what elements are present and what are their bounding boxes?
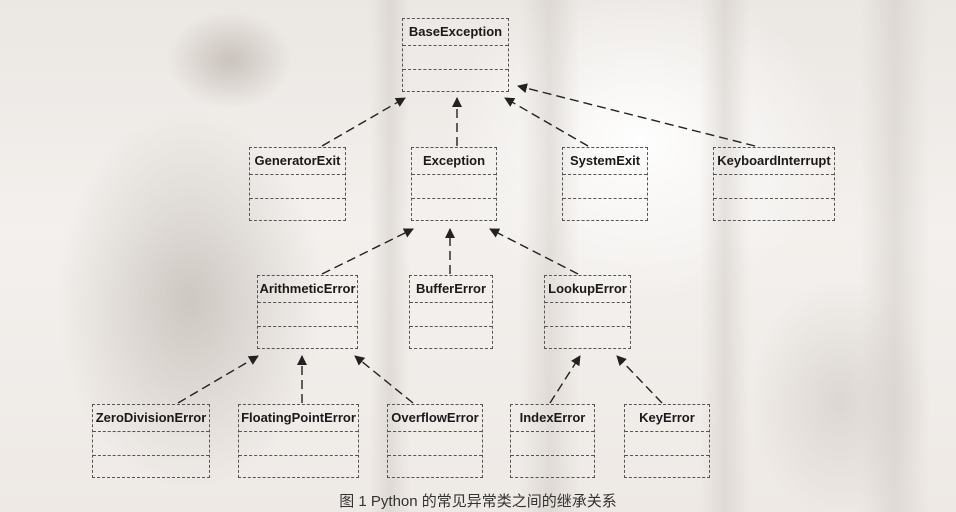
class-box-zerodivisionerror: ZeroDivisionError: [92, 404, 210, 478]
class-name: OverflowError: [391, 410, 479, 425]
class-name: IndexError: [519, 410, 586, 425]
class-name: LookupError: [548, 281, 627, 296]
class-name: FloatingPointError: [241, 410, 356, 425]
class-box-overflowerror: OverflowError: [387, 404, 483, 478]
class-box-generatorexit: GeneratorExit: [249, 147, 346, 221]
class-box-exception: Exception: [411, 147, 497, 221]
class-name: BaseException: [408, 24, 503, 39]
class-name: ArithmeticError: [259, 281, 356, 296]
class-name: Exception: [422, 153, 486, 168]
class-box-indexerror: IndexError: [510, 404, 595, 478]
class-name: KeyboardInterrupt: [717, 153, 831, 168]
class-box-keyerror: KeyError: [624, 404, 710, 478]
class-name: BufferError: [415, 281, 487, 296]
class-box-buffererror: BufferError: [409, 275, 493, 349]
class-box-keyboardinterrupt: KeyboardInterrupt: [713, 147, 835, 221]
class-box-systemexit: SystemExit: [562, 147, 648, 221]
class-name: GeneratorExit: [254, 153, 341, 168]
class-name: KeyError: [639, 410, 695, 425]
figure-caption: 图 1 Python 的常见异常类之间的继承关系: [339, 493, 617, 510]
class-box-arithmeticerror: ArithmeticError: [257, 275, 358, 349]
class-box-lookuperror: LookupError: [544, 275, 631, 349]
class-name: SystemExit: [569, 153, 641, 168]
class-box-floatingpointerror: FloatingPointError: [238, 404, 359, 478]
class-box-baseexception: BaseException: [402, 18, 509, 92]
class-name: ZeroDivisionError: [95, 410, 207, 425]
